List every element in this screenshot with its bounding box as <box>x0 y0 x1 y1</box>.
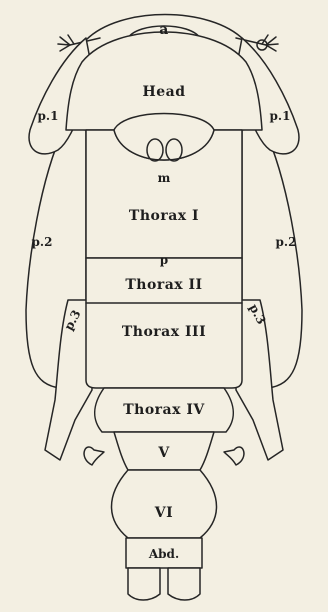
label-thorax-iv: Thorax IV <box>123 402 205 418</box>
label-abd: Abd. <box>148 547 179 561</box>
label-m: m <box>158 171 171 185</box>
label-p1-right: p.1 <box>270 109 291 123</box>
claw-right <box>224 447 244 465</box>
label-p: p <box>160 253 168 267</box>
telson-lobe-right <box>168 568 200 600</box>
label-a: a <box>159 22 169 38</box>
label-p1-left: p.1 <box>38 109 59 123</box>
label-thorax-i: Thorax I <box>129 208 199 224</box>
abdominal-segment-vi <box>112 470 217 538</box>
claw-left <box>84 447 104 465</box>
telson-lobe-left <box>128 568 160 600</box>
label-head: Head <box>143 84 186 100</box>
label-vi: VI <box>154 505 173 521</box>
antenna-bristles-left <box>58 35 74 51</box>
label-v: V <box>157 445 170 461</box>
label-thorax-iii: Thorax III <box>122 324 206 340</box>
label-p2-left: p.2 <box>32 235 53 249</box>
label-p2-right: p.2 <box>276 235 297 249</box>
label-thorax-ii: Thorax II <box>125 277 202 293</box>
